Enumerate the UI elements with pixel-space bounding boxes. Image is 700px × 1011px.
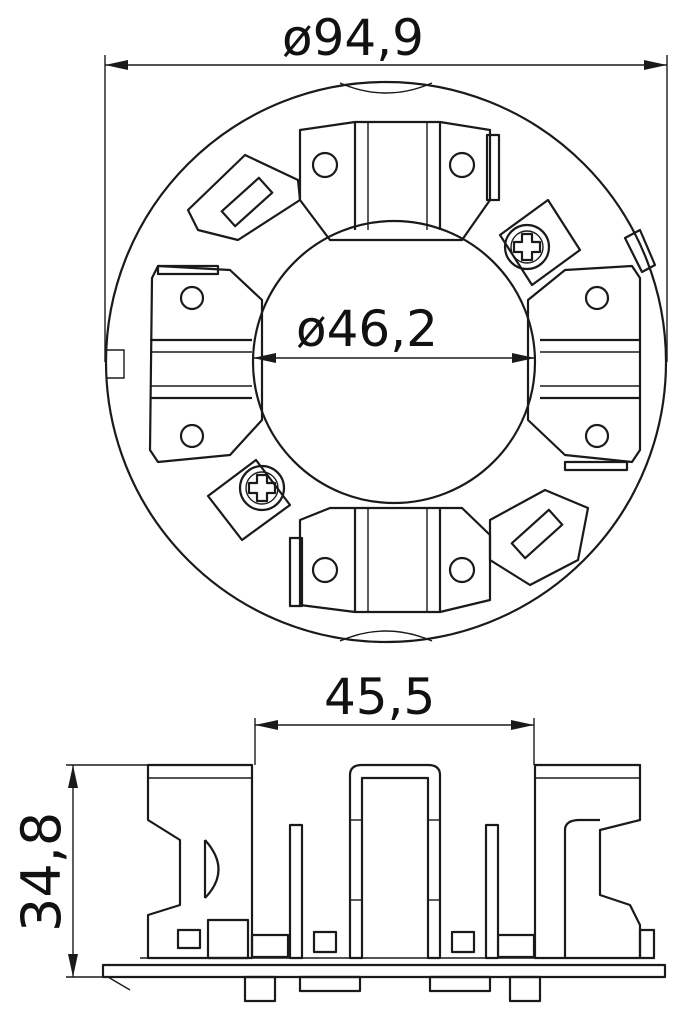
slot-upper-left bbox=[186, 153, 302, 242]
contact-left bbox=[148, 264, 264, 464]
contact-bottom bbox=[288, 506, 492, 614]
left-body bbox=[146, 763, 254, 960]
side-view: 45,5 34,8 bbox=[10, 668, 667, 1003]
dimension-outer-diameter: ø94,9 bbox=[104, 9, 668, 362]
tab-right bbox=[623, 228, 657, 274]
right-body bbox=[533, 763, 642, 960]
dimension-width: 45,5 bbox=[254, 668, 535, 765]
contact-right bbox=[526, 264, 642, 472]
post-left bbox=[288, 823, 304, 960]
svg-text:ø94,9: ø94,9 bbox=[282, 9, 424, 67]
rim-top bbox=[339, 82, 433, 94]
center-contact bbox=[348, 763, 442, 960]
outer-circle bbox=[104, 80, 668, 644]
width-value: 45,5 bbox=[324, 668, 435, 726]
height-value: 34,8 bbox=[10, 812, 73, 932]
post-right bbox=[484, 823, 500, 960]
outer-diameter-value: 94,9 bbox=[313, 9, 424, 67]
dimension-inner-diameter: ø46,2 bbox=[253, 300, 535, 363]
screw-lower-left bbox=[206, 458, 292, 542]
top-view: ø94,9 ø46,2 bbox=[104, 9, 668, 644]
slot-lower-right bbox=[488, 488, 590, 587]
svg-text:ø46,2: ø46,2 bbox=[296, 300, 438, 358]
screw-upper-right bbox=[498, 198, 582, 287]
rim-left bbox=[107, 349, 125, 379]
contact-top bbox=[298, 120, 501, 242]
diameter-symbol-outer: ø bbox=[282, 9, 313, 67]
rim-bottom bbox=[339, 630, 433, 642]
inner-circle bbox=[251, 219, 537, 505]
dimension-height: 34,8 bbox=[10, 764, 148, 978]
inner-diameter-value: 46,2 bbox=[327, 300, 438, 358]
diameter-symbol-inner: ø bbox=[296, 300, 327, 358]
base-plate bbox=[101, 963, 667, 979]
